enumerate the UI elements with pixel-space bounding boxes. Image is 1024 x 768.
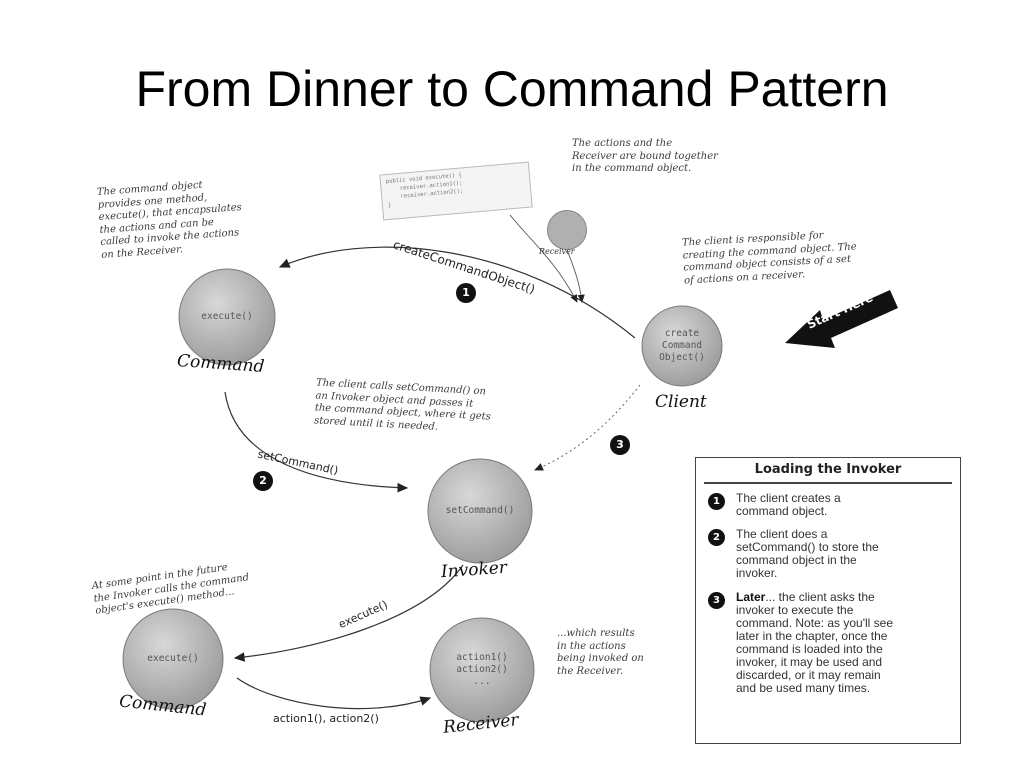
legend-box: Loading the Invoker 1 The client creates… — [695, 457, 961, 744]
receiver-circle — [429, 617, 535, 723]
step-badge-3: 3 — [610, 435, 630, 455]
command-pattern-figure: The command object provides one method, … — [85, 130, 983, 748]
client-text: create Command Object() — [659, 328, 705, 363]
arrow-mini-to-receiver — [566, 249, 585, 303]
arrow-actions — [236, 677, 432, 710]
receiver-mini-circle — [547, 210, 587, 250]
arrow-execute — [233, 564, 464, 662]
receiver-mini-label: Receiver — [539, 247, 575, 256]
command-top-text: execute() — [201, 311, 253, 322]
legend-title: Loading the Invoker — [754, 462, 902, 477]
label-actions: action1(), action2() — [273, 712, 379, 725]
note-which-results: ...which results in the actions being in… — [557, 628, 644, 677]
slide-title: From Dinner to Command Pattern — [135, 61, 889, 117]
legend-text-3: Later... the client asks the invoker to … — [736, 591, 896, 695]
arrow-set-command — [224, 391, 409, 493]
legend-badge-1: 1 — [708, 493, 725, 510]
invoker-text: setCommand() — [445, 505, 515, 516]
legend-text-1: The client creates a command object. — [736, 491, 841, 518]
step-badge-1: 1 — [456, 283, 476, 303]
note-actions-bound: The actions and the Receiver are bound t… — [572, 138, 718, 174]
legend-divider — [704, 482, 952, 484]
client-label: Client — [655, 392, 707, 412]
invoker-circle — [427, 458, 533, 564]
legend-badge-2: 2 — [708, 529, 725, 546]
legend-text-3-body: ... the client asks the invoker to execu… — [736, 590, 894, 695]
arrow-create-command-object — [278, 246, 636, 339]
receiver-text: action1() action2() ... — [456, 652, 508, 687]
legend-text-2: The client does a setCommand() to store … — [736, 527, 879, 580]
arrow-client-invoker — [534, 384, 641, 471]
note-command-object: The command object provides one method, … — [96, 179, 243, 261]
command-bottom-circle — [122, 608, 224, 710]
arrow-code-to-receiver — [509, 214, 578, 303]
command-bottom-text: execute() — [147, 653, 199, 664]
command-top-circle — [178, 268, 276, 366]
note-client-calls: The client calls setCommand() on an Invo… — [313, 377, 492, 433]
note-client-responsible: The client is responsible for creating t… — [681, 230, 857, 287]
step-badge-2: 2 — [253, 471, 273, 491]
start-here-arrow — [785, 290, 898, 348]
legend-text-3-lead: Later — [736, 590, 766, 604]
client-circle — [641, 305, 723, 387]
diagram-canvas — [122, 214, 898, 723]
legend-badge-3: 3 — [708, 592, 725, 609]
